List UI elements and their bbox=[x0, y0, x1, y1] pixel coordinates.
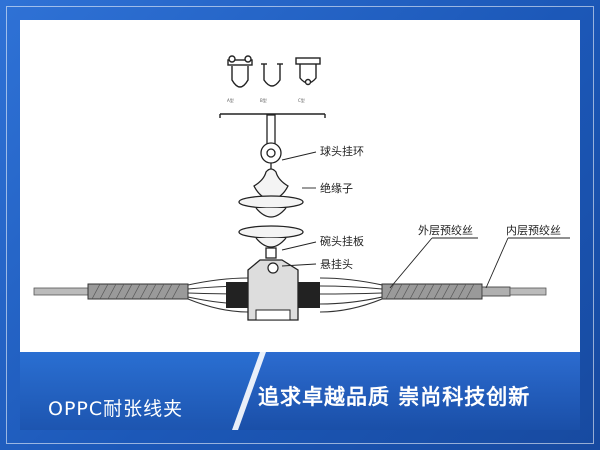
u-bolt-icon bbox=[261, 63, 283, 87]
leader-lines bbox=[281, 151, 570, 289]
socket-clevis-plate bbox=[265, 247, 277, 259]
clevis-icon bbox=[295, 57, 321, 86]
label-suspension-head: 悬挂头 bbox=[320, 257, 353, 271]
frame-border bbox=[6, 6, 594, 444]
footer-banner bbox=[20, 352, 580, 430]
u-shackle-icon bbox=[227, 55, 253, 88]
shackle-options: A型 B型 C型 bbox=[219, 55, 326, 118]
insulator-disc-1 bbox=[238, 195, 304, 209]
clamp-jaw-left bbox=[226, 282, 248, 308]
conductor-left bbox=[33, 287, 95, 296]
label-insulator: 绝缘子 bbox=[320, 181, 353, 195]
clamp-assembly bbox=[33, 259, 547, 321]
banner-right bbox=[235, 352, 580, 430]
armor-rod-left bbox=[87, 283, 189, 300]
label-outer-rod: 外层预绞丝 bbox=[418, 223, 473, 237]
clamp-jaw-right bbox=[298, 282, 320, 308]
bolt-icon bbox=[267, 262, 279, 274]
clamp-diagram: A型 B型 C型 bbox=[33, 55, 570, 321]
svg-text:C型: C型 bbox=[298, 97, 305, 103]
product-name: OPPC耐张线夹 bbox=[48, 398, 184, 420]
label-socket-clevis: 碗头挂板 bbox=[320, 234, 364, 248]
conductor-right bbox=[509, 287, 547, 296]
clamp-body bbox=[247, 259, 299, 321]
svg-text:A型: A型 bbox=[227, 97, 234, 103]
inner-rod-right bbox=[481, 286, 511, 297]
svg-text:B型: B型 bbox=[260, 97, 267, 103]
insulator-cap-icon bbox=[253, 168, 289, 201]
banner-left bbox=[20, 352, 270, 430]
label-ball-eye: 球头挂环 bbox=[320, 144, 364, 158]
insulator-disc-2 bbox=[238, 225, 304, 239]
ball-eye-rod bbox=[266, 114, 276, 146]
suspension-chain bbox=[238, 114, 304, 259]
slogan: 追求卓越品质 崇尚科技创新 bbox=[258, 385, 531, 409]
label-inner-rod: 内层预绞丝 bbox=[506, 223, 561, 237]
